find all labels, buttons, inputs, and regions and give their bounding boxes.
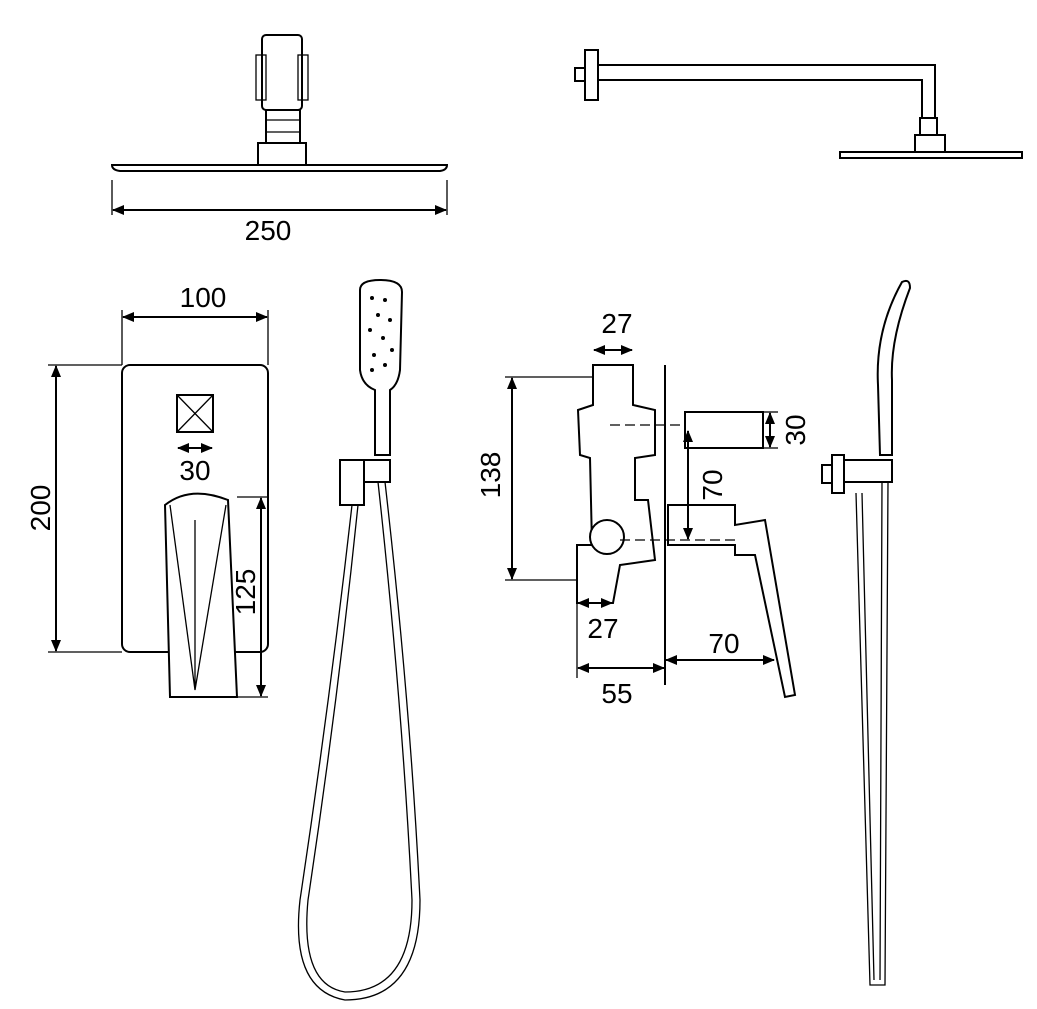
hand-shower-front-view — [297, 278, 421, 1001]
shower-arm-side-view — [574, 49, 1023, 159]
mixer-front-view: 100 200 30 125 — [25, 282, 269, 698]
mixer-side-view: 27 138 30 70 27 55 70 — [475, 308, 811, 709]
dim-side-body-depth: 55 — [601, 678, 632, 709]
dim-diverter-width: 30 — [179, 455, 210, 486]
dim-mixer-width: 100 — [180, 282, 227, 313]
dim-side-bottom-width: 27 — [587, 613, 618, 644]
dim-mixer-height: 200 — [25, 485, 56, 532]
dim-side-height: 138 — [475, 452, 506, 499]
shower-head-front-view: 250 — [110, 34, 449, 246]
hand-shower-side-view — [821, 279, 912, 986]
dim-side-top-width: 27 — [601, 308, 632, 339]
dim-spout-height: 125 — [230, 569, 261, 616]
dim-side-lever-offset: 70 — [697, 469, 728, 500]
dim-shower-head-width: 250 — [245, 215, 292, 246]
dim-side-cylinder: 30 — [780, 414, 811, 445]
dim-side-lever-projection: 70 — [708, 628, 739, 659]
